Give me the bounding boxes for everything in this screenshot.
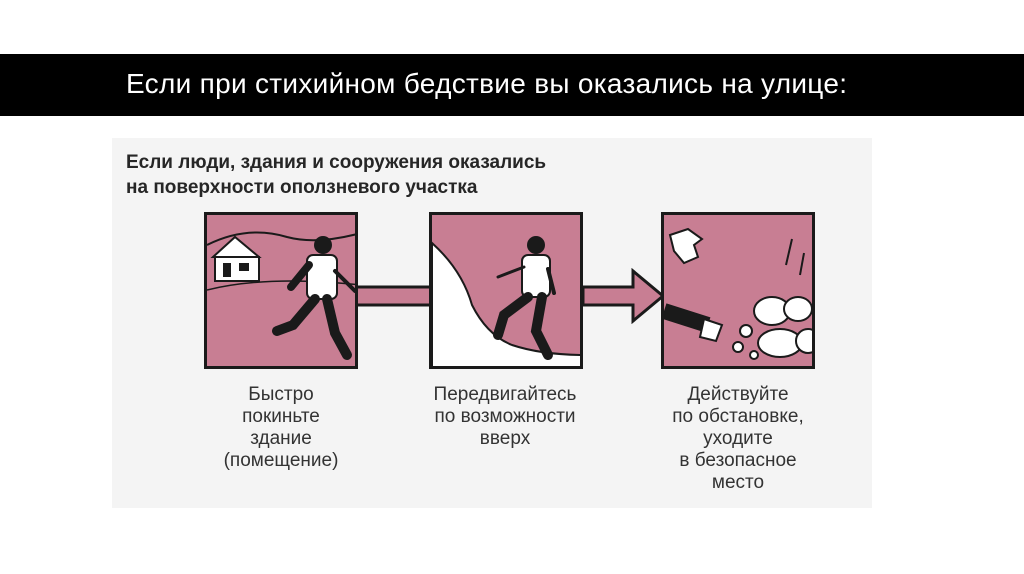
caption-line: по возможности bbox=[434, 406, 576, 427]
slide-title: Если при стихийном бедствие вы оказались… bbox=[126, 68, 848, 99]
caption-line: Быстро bbox=[248, 384, 314, 405]
caption-line: уходите bbox=[703, 428, 773, 449]
caption-line: в безопасное bbox=[679, 450, 797, 471]
panel-act-situation bbox=[661, 212, 815, 369]
caption-line: Действуйте bbox=[687, 384, 789, 405]
caption-move-up: Передвигайтесь по возможности вверх bbox=[415, 384, 595, 450]
figure-heading: Если люди, здания и сооружения оказались… bbox=[126, 150, 546, 200]
caption-line: место bbox=[711, 472, 765, 493]
climbing-person-icon bbox=[432, 236, 580, 366]
caption-line: покиньте bbox=[242, 406, 320, 427]
caption-line: по обстановке, bbox=[672, 406, 804, 427]
figure-heading-line: на поверхности оползневого участка bbox=[126, 177, 478, 198]
figure-heading-line: Если люди, здания и сооружения оказались bbox=[126, 152, 547, 173]
caption-line: вверх bbox=[479, 428, 531, 449]
caption-line: (помещение) bbox=[223, 450, 339, 471]
arrow-right-icon bbox=[581, 268, 665, 324]
falling-rocks-icon bbox=[664, 227, 812, 360]
panel-move-up bbox=[429, 212, 583, 369]
house-runner-icon bbox=[207, 231, 355, 360]
title-bar: Если при стихийном бедствие вы оказались… bbox=[0, 54, 1024, 116]
caption-leave-building: Быстро покиньте здание (помещение) bbox=[191, 384, 371, 472]
panel-leave-building bbox=[204, 212, 358, 369]
caption-act-situation: Действуйте по обстановке, уходите в безо… bbox=[648, 384, 828, 494]
caption-line: Передвигайтесь bbox=[433, 384, 577, 405]
caption-line: здание bbox=[250, 428, 312, 449]
arrow-right-icon bbox=[356, 285, 436, 307]
